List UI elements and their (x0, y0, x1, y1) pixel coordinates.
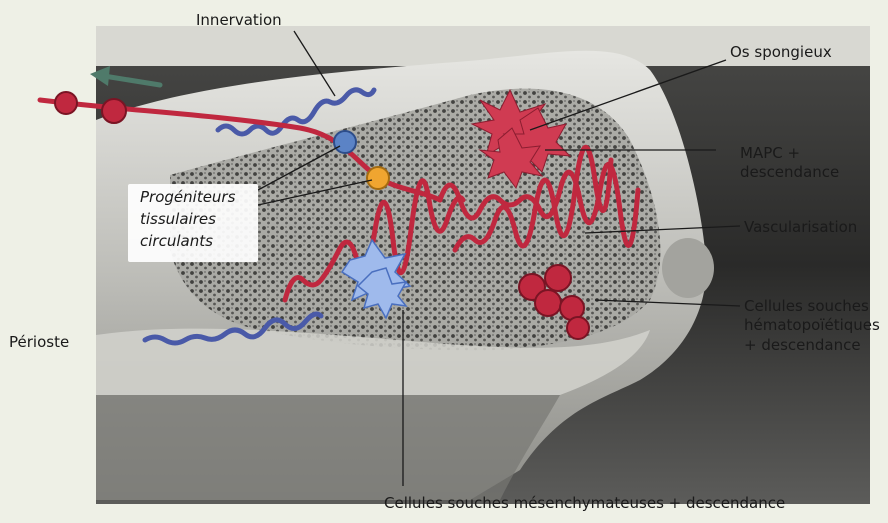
label-os-spongieux: Os spongieux (730, 43, 832, 62)
label-progen-2: tissulaires (140, 210, 216, 229)
label-mapc-1: MAPC + (740, 144, 800, 163)
label-innervation: Innervation (196, 11, 282, 30)
label-hsc-2: hématopoïétiques (744, 316, 880, 335)
circulating-cell (102, 99, 126, 123)
progenitor-cell-blue (334, 131, 356, 153)
label-perioste: Périoste (9, 333, 69, 352)
label-mapc-2: descendance (740, 163, 839, 182)
label-hsc-3: + descendance (744, 336, 861, 355)
progenitor-cell-orange (367, 167, 389, 189)
label-progen-3: circulants (140, 232, 213, 251)
label-progen-1: Progéniteurs (140, 188, 235, 207)
circulating-cell (55, 92, 77, 114)
label-vascularisation: Vascularisation (744, 218, 857, 237)
label-msc: Cellules souches mésenchymateuses + desc… (384, 494, 785, 513)
label-hsc-1: Cellules souches (744, 297, 869, 316)
